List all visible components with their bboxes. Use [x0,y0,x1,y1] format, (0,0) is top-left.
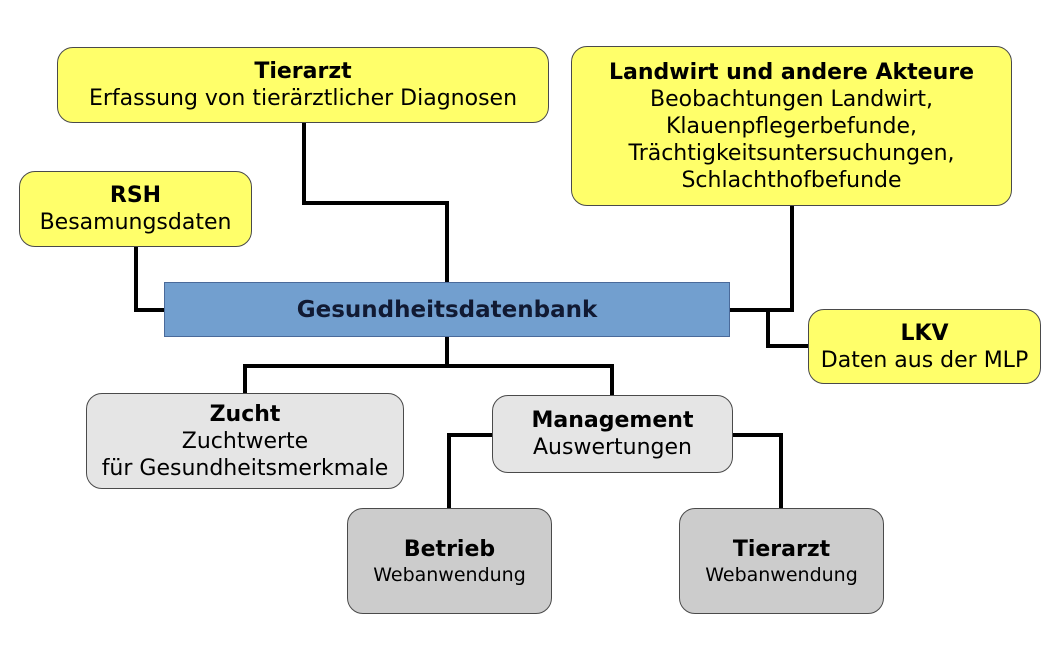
node-title: Tierarzt [732,536,831,562]
node-landwirt-akteure: Landwirt und andere Akteure Beobachtunge… [571,46,1012,206]
node-title: RSH [109,183,162,208]
node-text: Webanwendung [705,563,858,586]
node-tierarzt-diagnosen: Tierarzt Erfassung von tierärztlicher Di… [57,47,549,123]
node-text-line: Klauenpflegerbefunde, [666,113,917,139]
connector-tierarzt-web [733,433,783,508]
node-title: Gesundheitsdatenbank [296,296,598,323]
node-title: Landwirt und andere Akteure [608,59,975,85]
node-title: Betrieb [403,536,496,562]
node-betrieb: Betrieb Webanwendung [347,508,552,614]
node-text: Daten aus der MLP [820,347,1029,373]
node-rsh: RSH Besamungsdaten [19,171,252,247]
node-zucht: Zucht Zuchtwerte für Gesundheitsmerkmale [86,393,404,489]
node-text: Auswertungen [533,435,692,460]
node-text: Besamungsdaten [39,210,232,235]
node-text: Erfassung von tierärztlicher Diagnosen [88,86,518,111]
node-lkv: LKV Daten aus der MLP [808,309,1041,384]
connector-zucht [243,364,614,395]
node-title: Management [531,408,694,433]
node-management: Management Auswertungen [492,395,733,473]
connector-betrieb [447,433,492,508]
node-text-line: für Gesundheitsmerkmale [101,455,389,481]
connector-landwirt [730,205,794,312]
node-title: Zucht [209,401,281,427]
node-gesundheitsdatenbank: Gesundheitsdatenbank [164,282,730,337]
node-title: LKV [900,320,949,346]
connector-rsh [134,246,164,312]
connector-tierarzt-top [302,122,449,282]
node-text-line: Schlachthofbefunde [681,167,902,193]
node-title: Tierarzt [254,59,352,84]
node-text-line: Beobachtungen Landwirt, [650,86,933,112]
node-text: Webanwendung [373,563,526,586]
node-text-line: Zuchtwerte [181,428,309,454]
connector-lkv [766,310,808,348]
node-text-line: Trächtigkeitsuntersuchungen, [628,140,955,166]
node-tierarzt-webanwendung: Tierarzt Webanwendung [679,508,884,614]
